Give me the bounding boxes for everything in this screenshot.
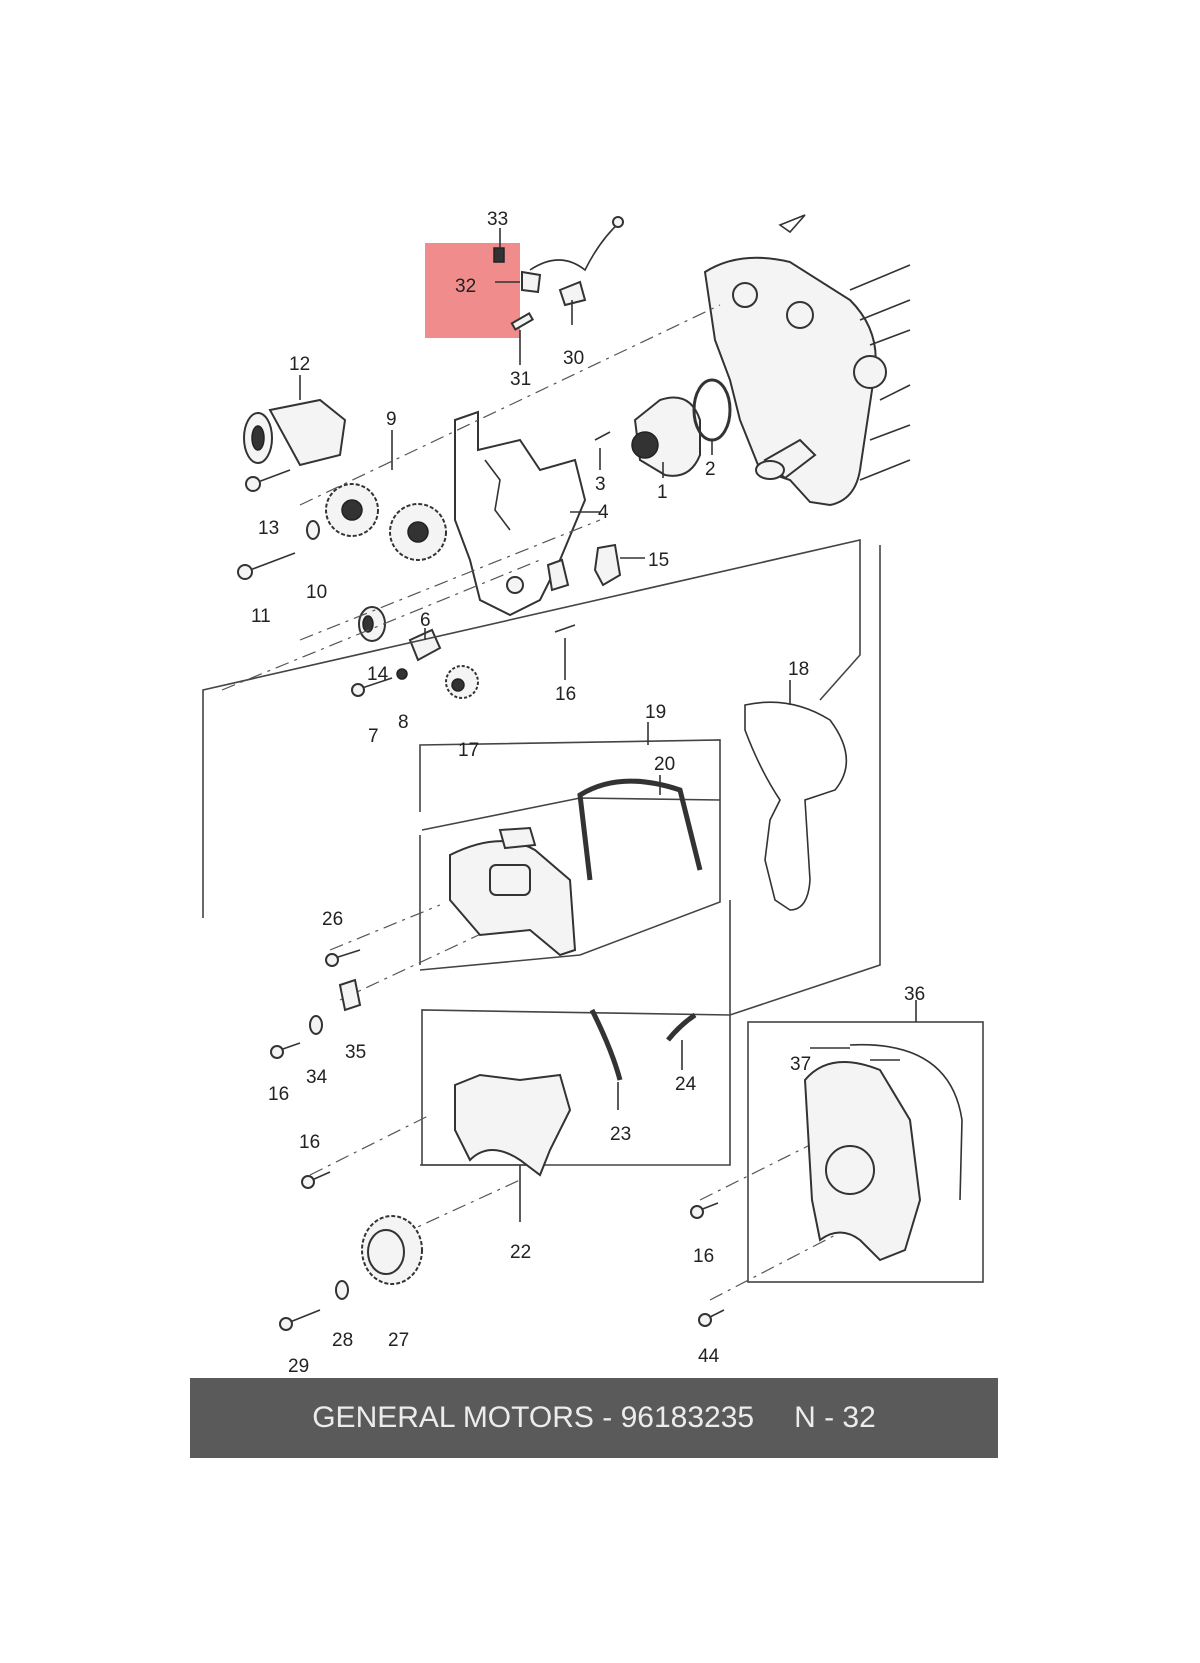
label-12: 12 xyxy=(289,354,310,375)
label-30: 30 xyxy=(563,348,584,369)
label-9: 9 xyxy=(386,409,397,430)
label-18: 18 xyxy=(788,659,809,680)
label-31: 31 xyxy=(510,369,531,390)
label-34: 34 xyxy=(306,1067,328,1088)
gasket-20 xyxy=(577,778,703,881)
bracket-15 xyxy=(593,543,622,587)
exploded-lines xyxy=(221,304,846,1301)
label-44: 44 xyxy=(698,1346,720,1367)
label-16b: 16 xyxy=(268,1084,289,1105)
label-37: 37 xyxy=(790,1054,811,1075)
front-cover-36 xyxy=(690,1043,963,1327)
label-19: 19 xyxy=(645,702,666,723)
label-20: 20 xyxy=(654,754,675,775)
label-26: 26 xyxy=(322,909,343,930)
label-29: 29 xyxy=(288,1356,309,1377)
label-10: 10 xyxy=(306,582,327,603)
bolts-left xyxy=(237,469,320,580)
label-22: 22 xyxy=(510,1242,531,1263)
label-4: 4 xyxy=(598,502,609,523)
bolt-16a xyxy=(554,624,576,633)
label-17: 17 xyxy=(458,740,479,761)
leader-lines xyxy=(299,228,917,1222)
label-16d: 16 xyxy=(693,1246,714,1267)
label-23: 23 xyxy=(610,1124,631,1145)
bolt-3 xyxy=(594,431,611,441)
label-36: 36 xyxy=(904,984,925,1005)
water-pump xyxy=(631,378,732,477)
camshaft-gears xyxy=(325,483,447,561)
tensioner-pulley xyxy=(243,398,347,467)
label-8: 8 xyxy=(398,712,409,733)
label-33: 33 xyxy=(487,209,508,230)
outline-boxes xyxy=(202,538,984,1283)
label-11: 11 xyxy=(251,606,271,627)
seal-23 xyxy=(589,1008,623,1081)
timing-belt xyxy=(744,701,848,911)
crankshaft-pulley xyxy=(279,1215,423,1331)
label-1: 1 xyxy=(657,482,668,503)
label-16a: 16 xyxy=(555,684,576,705)
label-3: 3 xyxy=(595,474,606,495)
label-28: 28 xyxy=(332,1330,353,1351)
part-labels: 33 32 30 31 12 9 2 1 3 4 13 10 11 15 6 1… xyxy=(251,209,925,1377)
label-24: 24 xyxy=(675,1074,697,1095)
label-16c: 16 xyxy=(299,1132,320,1153)
label-7: 7 xyxy=(368,726,379,747)
rear-cover xyxy=(454,410,587,617)
caption-bar: GENERAL MOTORS - 96183235 N - 32 xyxy=(190,1378,998,1458)
seal-24 xyxy=(666,1012,697,1042)
upper-front-cover xyxy=(449,826,577,957)
engine-block xyxy=(703,214,911,507)
label-32: 32 xyxy=(455,276,476,297)
page-reference: N - 32 xyxy=(794,1401,876,1434)
label-6: 6 xyxy=(420,610,431,631)
label-27: 27 xyxy=(388,1330,409,1351)
part-number-text: GENERAL MOTORS - 96183235 xyxy=(312,1401,755,1434)
label-14: 14 xyxy=(367,664,389,685)
label-15: 15 xyxy=(648,550,669,571)
sensor-assembly xyxy=(493,216,624,331)
label-2: 2 xyxy=(705,459,716,480)
fasteners-left-mid xyxy=(270,949,362,1189)
label-13: 13 xyxy=(258,518,279,539)
lower-front-cover xyxy=(454,1073,572,1177)
label-35: 35 xyxy=(345,1042,366,1063)
